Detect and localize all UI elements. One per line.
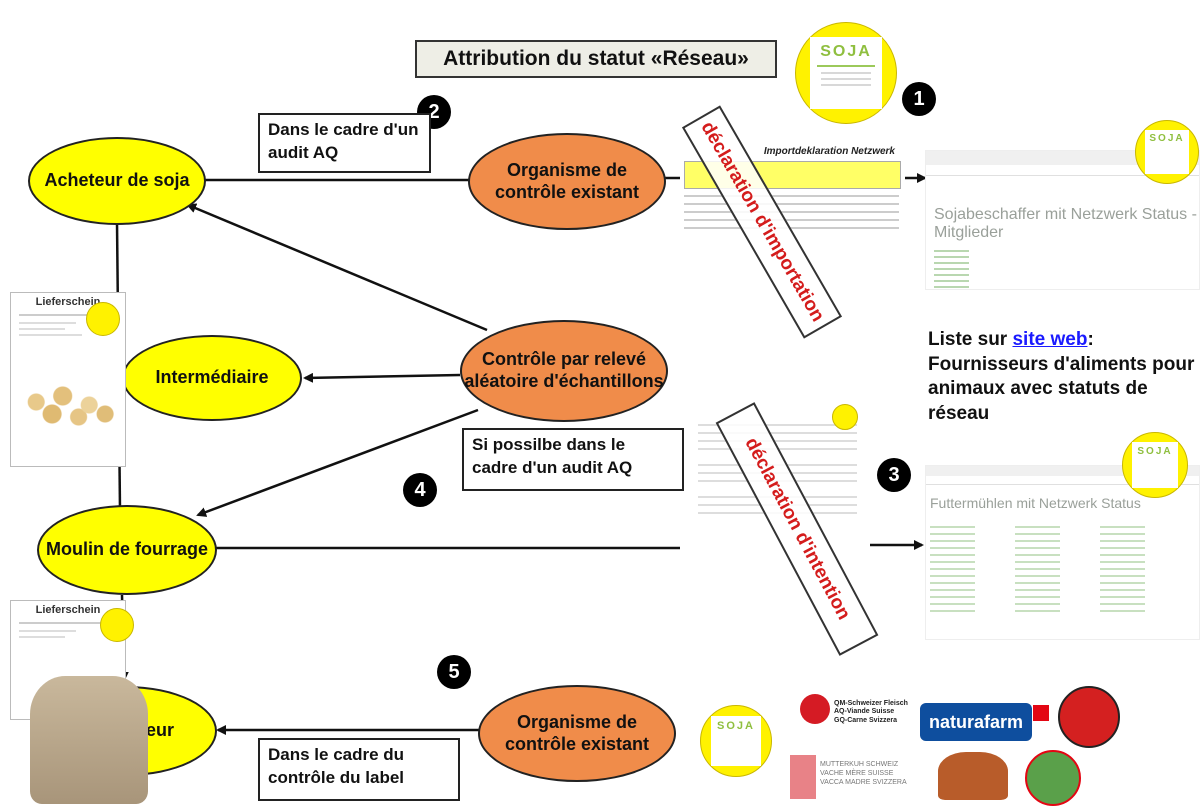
- soybeans-image: [15, 366, 121, 426]
- website-2-title: Futtermühlen mit Netzwerk Status: [930, 495, 1141, 511]
- step-4-badge: 4: [403, 473, 437, 507]
- node-organisme-bottom: Organisme de contrôle existant: [478, 685, 676, 782]
- website-list-suffix: :: [1087, 329, 1094, 350]
- qm-line-1: QM-Schweizer Fleisch: [834, 700, 908, 707]
- mutterkuh-line-2: VACHE MÈRE SUISSE: [820, 769, 894, 777]
- soja-logo-site-1-text: SOJA: [1149, 133, 1185, 145]
- arrow-controle-intermediaire: [303, 372, 461, 383]
- soja-logo: SOJA: [795, 22, 897, 124]
- qm-schweizer-fleisch-logo: QM-Schweizer Fleisch AQ-Viande Suisse GQ…: [800, 690, 910, 745]
- soja-small-logo-1: [86, 302, 120, 336]
- soja-logo-bottom-text: SOJA: [717, 719, 755, 732]
- arrow-controle-acheteur: [186, 203, 488, 332]
- qm-line-2: AQ-Viande Suisse: [834, 708, 895, 716]
- pferde-logo: [938, 752, 1008, 800]
- soja-small-logo-2: [100, 608, 134, 642]
- soja-logo-site-2-text: SOJA: [1137, 445, 1173, 457]
- qm-line-3: GQ-Carne Svizzera: [834, 716, 898, 724]
- step-3-badge: 3: [877, 458, 911, 492]
- soja-logo-site-2: SOJA: [1122, 432, 1188, 498]
- swiss-label-logo: [1025, 750, 1081, 806]
- audit-aq-box: Dans le cadre d'un audit AQ: [258, 113, 431, 173]
- node-acheteur: Acheteur de soja: [28, 137, 206, 225]
- mutterkuh-logo: MUTTERKUH SCHWEIZ VACHE MÈRE SUISSE VACC…: [790, 755, 930, 800]
- soja-logo-bottom: SOJA: [700, 705, 772, 777]
- import-doc-title: Importdeklaration Netzwerk: [763, 146, 895, 157]
- label-control-box: Dans le cadre du contrôle du label: [258, 738, 460, 801]
- mutterkuh-line-1: MUTTERKUH SCHWEIZ: [820, 761, 899, 768]
- lieferschein-title-2: Lieferschein: [35, 604, 101, 616]
- ladybug-logo: [1058, 686, 1120, 748]
- feed-sack-image: [30, 676, 148, 804]
- naturafarm-logo: naturafarm: [920, 703, 1032, 741]
- audit-aq-optional-box: Si possilbe dans le cadre d'un audit AQ: [462, 428, 684, 491]
- node-controle: Contrôle par relevé aléatoire d'échantil…: [460, 320, 668, 422]
- soja-small-logo-3: [832, 404, 858, 430]
- step-5-badge: 5: [437, 655, 471, 689]
- swiss-flag-icon: [1033, 705, 1049, 721]
- soja-logo-site-1: SOJA: [1135, 120, 1199, 184]
- arrow-controle-moulin: [196, 408, 479, 517]
- diagram-title: Attribution du statut «Réseau»: [415, 40, 777, 78]
- mutterkuh-line-3: VACCA MADRE SVIZZERA: [820, 778, 907, 786]
- step-1-badge: 1: [902, 82, 936, 116]
- website-list-body: Fournisseurs d'aliments pour animaux ave…: [928, 353, 1195, 425]
- website-screenshot-2: Futtermühlen mit Netzwerk Status: [925, 465, 1200, 640]
- website-list-text: Liste sur site web: Fournisseurs d'alime…: [928, 328, 1198, 427]
- lieferschein-title-1: Lieferschein: [35, 296, 101, 308]
- website-1-title: Sojabeschaffer mit Netzwerk Status - Mit…: [934, 206, 1197, 241]
- website-link[interactable]: site web: [1012, 329, 1088, 350]
- website-list-prefix: Liste sur: [928, 329, 1013, 350]
- soja-logo-text: SOJA: [820, 43, 872, 60]
- node-intermediaire: Intermédiaire: [122, 335, 302, 421]
- node-moulin: Moulin de fourrage: [37, 505, 217, 595]
- node-organisme-top: Organisme de contrôle existant: [468, 133, 666, 230]
